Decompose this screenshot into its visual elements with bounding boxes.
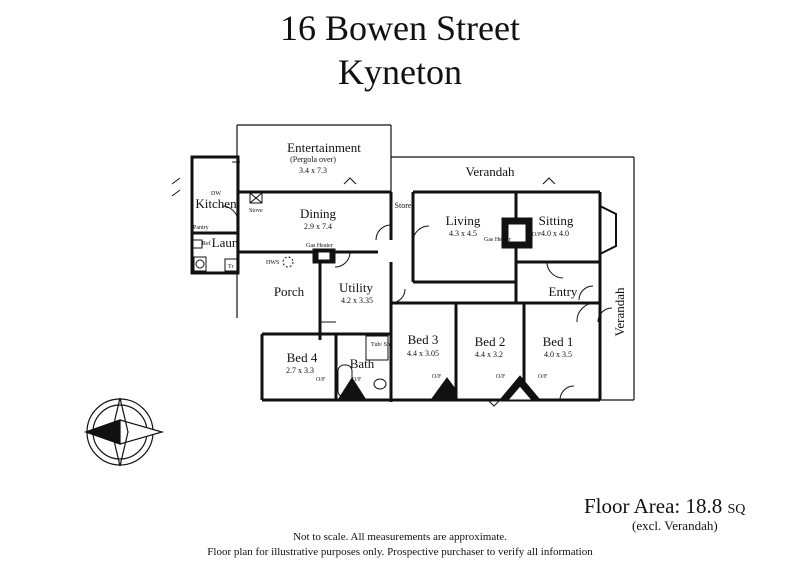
- pantry-label: Pantry: [193, 225, 209, 231]
- main-walls: [190, 155, 602, 402]
- tub-shower-label: Tub/ Shr: [371, 342, 392, 348]
- verandah-outline: [391, 156, 635, 401]
- fireplaces: [312, 217, 542, 401]
- entry-label: Entry: [549, 284, 578, 299]
- of-label-bed1: O/F: [538, 374, 548, 380]
- verandah-side-label: Verandah: [612, 287, 627, 337]
- utility-dims: 4.2 x 3.35: [341, 296, 373, 305]
- french-doors: [232, 161, 556, 407]
- of-label-bath: O/F: [352, 377, 362, 383]
- store-label: Store: [395, 201, 412, 210]
- verandah-top-label: Verandah: [465, 164, 515, 179]
- bath-fixtures: [337, 335, 389, 398]
- kitchen-label: Kitchen: [195, 196, 237, 211]
- bed3-label: Bed 3: [408, 332, 439, 347]
- hws-label: HWS: [266, 260, 279, 266]
- living-dims: 4.3 x 4.5: [449, 229, 477, 238]
- laundry-label: Laun: [212, 235, 239, 250]
- hws-tank: [282, 256, 294, 268]
- address-line-2: Kyneton: [338, 52, 462, 92]
- gas-heater-living-label: Gas Heater: [484, 237, 511, 243]
- bath-label: Bath: [350, 356, 375, 371]
- disclaimer-line-2: Floor plan for illustrative purposes onl…: [207, 546, 593, 558]
- dishwasher-label: DW: [211, 191, 221, 197]
- stove-label: Stove: [249, 208, 263, 214]
- porch-label: Porch: [274, 284, 305, 299]
- entertainment-dims: 3.4 x 7.3: [299, 166, 327, 175]
- floor-area-exclusion: (excl. Verandah): [632, 518, 718, 533]
- bed3-dims: 4.4 x 3.05: [407, 349, 439, 358]
- bed2-label: Bed 2: [475, 334, 506, 349]
- sitting-label: Sitting: [539, 213, 574, 228]
- living-label: Living: [446, 213, 481, 228]
- of-label-bed3: O/F: [432, 374, 442, 380]
- bay-window: [599, 205, 617, 255]
- bed4-label: Bed 4: [287, 350, 318, 365]
- fridge-label: Ref: [202, 240, 211, 247]
- trough-label: Tr: [228, 264, 233, 270]
- bed1-dims: 4.0 x 3.5: [544, 350, 572, 359]
- doors: [171, 177, 613, 401]
- entertainment-label: Entertainment: [287, 140, 361, 155]
- bed2-dims: 4.4 x 3.2: [475, 350, 503, 359]
- disclaimer-line-1: Not to scale. All measurements are appro…: [293, 531, 507, 543]
- of-label-sitting: O/F: [532, 232, 542, 238]
- bed1-label: Bed 1: [543, 334, 574, 349]
- floor-area-unit: SQ: [727, 502, 746, 517]
- gas-heater-dining-label: Gas Heater: [306, 243, 333, 249]
- entertainment-note: (Pergola over): [290, 155, 336, 164]
- floor-area-label: Floor Area: 18.8: [584, 494, 723, 518]
- of-label-bed4: O/F: [316, 377, 326, 383]
- sitting-dims: 4.0 x 4.0: [541, 229, 569, 238]
- address-line-1: 16 Bowen Street: [280, 8, 520, 48]
- of-label-bed2: O/F: [496, 374, 506, 380]
- utility-label: Utility: [339, 280, 373, 295]
- compass-icon: [84, 397, 165, 467]
- dining-label: Dining: [300, 206, 337, 221]
- bed4-dims: 2.7 x 3.3: [286, 366, 314, 375]
- dining-dims: 2.9 x 7.4: [304, 222, 332, 231]
- floor-area: Floor Area: 18.8 SQ: [584, 494, 745, 519]
- kitchen-fixtures: [191, 192, 263, 272]
